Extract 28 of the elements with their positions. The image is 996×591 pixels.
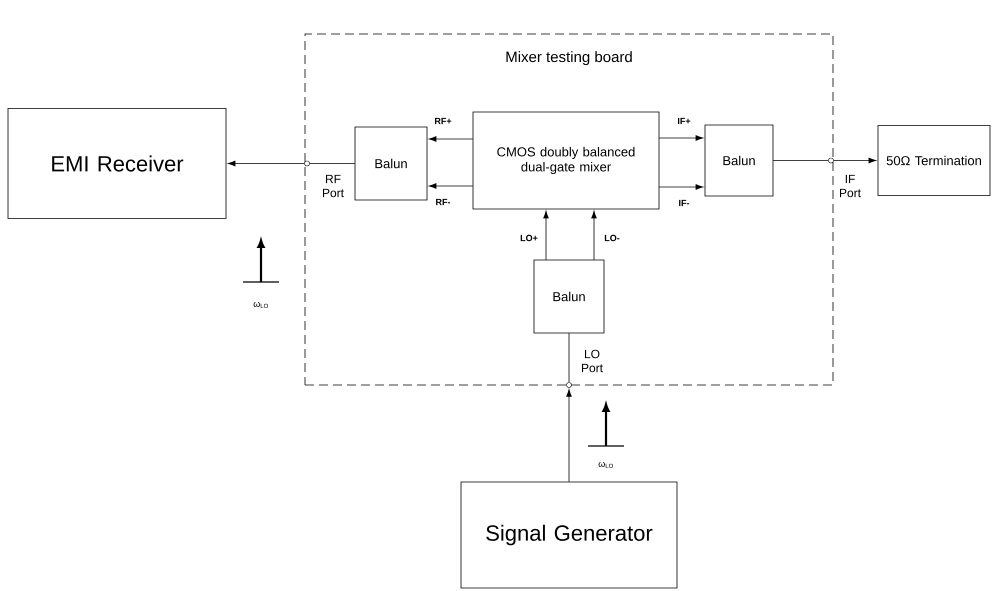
port-label: IF Port [840, 174, 861, 198]
arrow [833, 158, 876, 164]
frequency-label: ω$_{LO}$ [598, 462, 613, 468]
port-label: RF Port [323, 174, 344, 198]
arrow [659, 184, 704, 190]
instrument-box: Signal Generator [460, 482, 678, 588]
edge-label: LO+ [519, 234, 539, 242]
termination-box: 50Ω Termination [878, 125, 990, 196]
edge-label: IF+ [676, 116, 692, 126]
balun-box: Balun [354, 126, 428, 200]
edge-label: RF+ [433, 116, 453, 126]
edge-label: RF- [434, 198, 452, 206]
arrow [428, 183, 473, 189]
balun-box: Balun [704, 124, 774, 196]
balun-box: Balun [534, 260, 604, 334]
instrument-box: EMI Receiver [8, 108, 226, 219]
arrow [591, 210, 597, 260]
port-label: LO Port [582, 350, 603, 372]
arrow [428, 136, 473, 142]
board-title: Mixer testing board [506, 51, 632, 66]
arrow [566, 389, 572, 482]
mixer-box: CMOS doubly balanced dual-gate mixer [472, 112, 660, 210]
arrow [228, 160, 305, 166]
edge-label: LO- [603, 234, 621, 242]
arrow [543, 210, 549, 260]
arrow [659, 135, 704, 141]
frequency-label: ω$_{LO}$ [254, 302, 268, 308]
edge-label: IF- [678, 198, 690, 208]
